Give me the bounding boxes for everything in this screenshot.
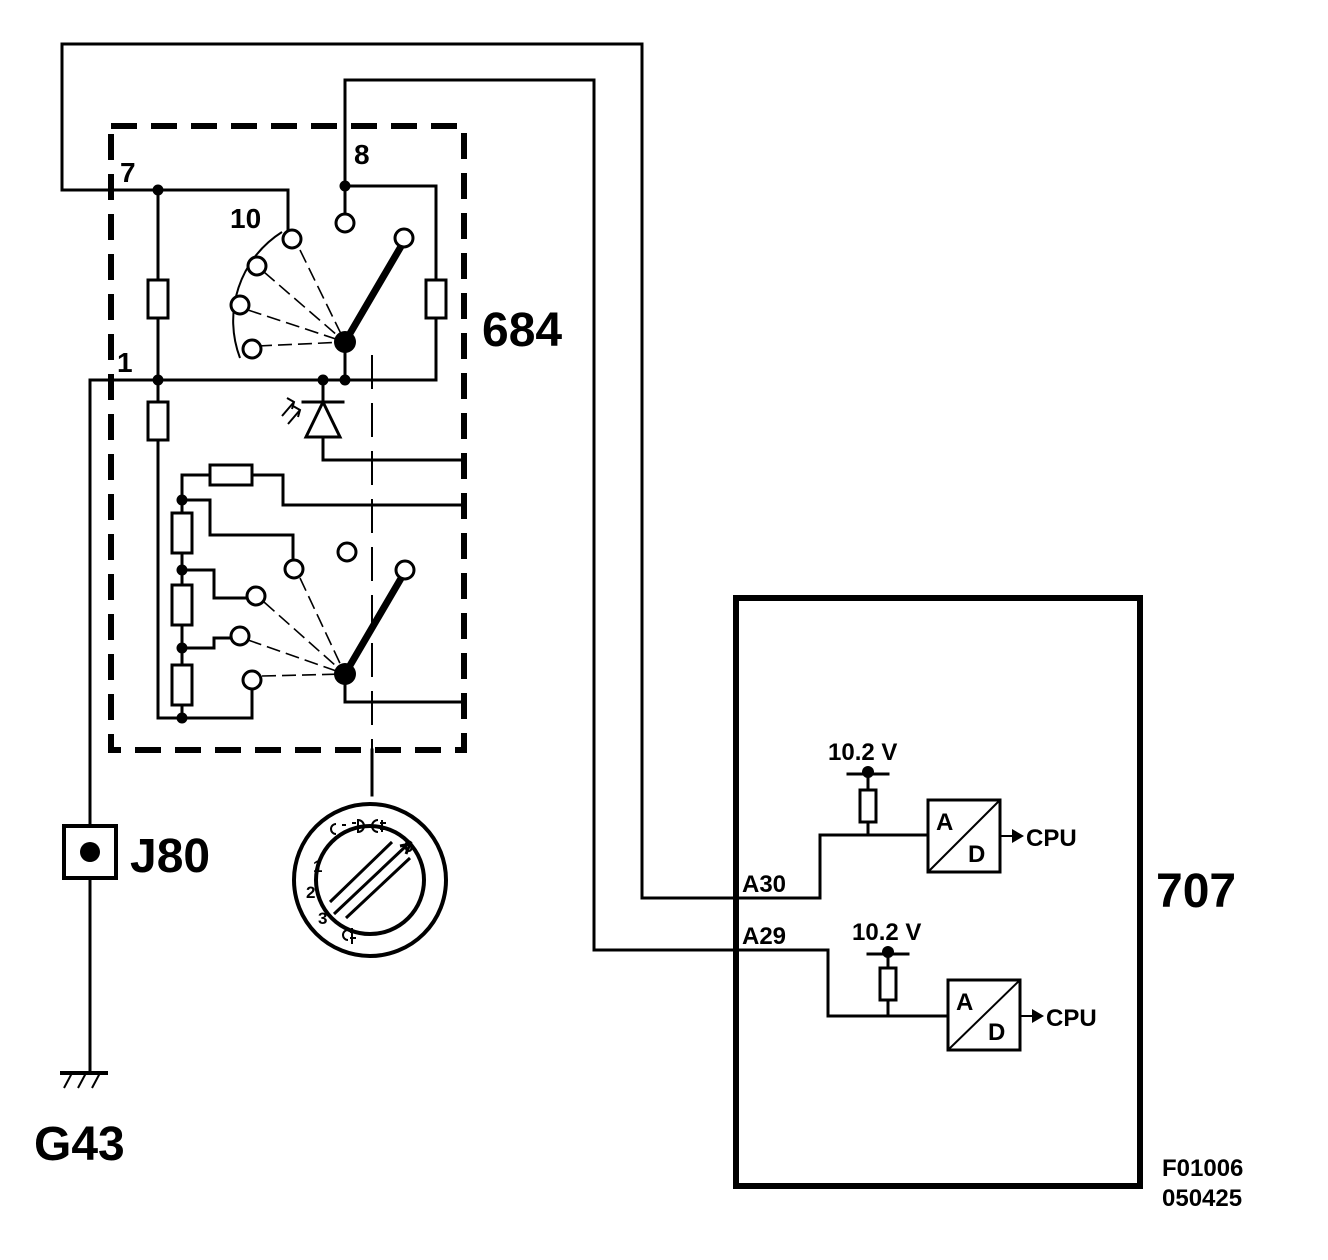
upper-pin-c xyxy=(229,294,251,316)
resistor-r5 xyxy=(170,511,194,555)
voltage-label-upper: 10.2 V xyxy=(828,739,897,766)
rear-fog-light-icon xyxy=(342,928,356,944)
lower-pin-top xyxy=(336,541,358,563)
knob-position-1: 1 xyxy=(313,857,322,876)
lower-switch-section xyxy=(156,463,464,724)
figure-code-line1: F01006 xyxy=(1162,1155,1243,1182)
resistor-r1 xyxy=(146,278,170,320)
lower-wiper-dashes xyxy=(247,577,346,677)
control-module-box xyxy=(733,595,1143,1189)
knob-position-0: 0 xyxy=(404,837,413,856)
lower-wiper xyxy=(341,573,407,676)
j80-connector xyxy=(62,824,118,880)
switch-unit-boundary xyxy=(108,123,467,753)
voltage-label-lower: 10.2 V xyxy=(852,919,921,946)
resistor-r7 xyxy=(170,663,194,707)
pin-a29-label: A29 xyxy=(742,923,786,950)
upper-wiper-dashes xyxy=(247,249,346,347)
upper-pin-top xyxy=(334,212,356,234)
pin-8-label: 8 xyxy=(354,139,370,170)
upper-switch-section: 7 8 10 1 xyxy=(116,139,448,720)
upper-pin-d xyxy=(241,338,263,360)
ad-d-lower: D xyxy=(988,1019,1005,1046)
j80-label: J80 xyxy=(130,830,210,883)
resistor-r3 xyxy=(424,278,448,320)
lower-pin-c xyxy=(229,625,251,647)
fog-light-icon xyxy=(371,819,386,833)
g43-label: G43 xyxy=(34,1118,125,1171)
lower-pin-b xyxy=(245,585,267,607)
upper-pin-b xyxy=(246,255,268,277)
pin-10-label: 10 xyxy=(230,203,261,234)
component-707-label: 707 xyxy=(1156,865,1236,918)
upper-pin-right xyxy=(393,227,415,249)
external-wires xyxy=(60,42,950,1074)
upper-wiper xyxy=(341,241,407,344)
knob-position-3: 3 xyxy=(318,909,327,928)
resistor-r2 xyxy=(146,400,170,442)
cpu-label-lower: CPU xyxy=(1046,1005,1097,1032)
resistor-r4 xyxy=(208,463,254,487)
lower-pin-a xyxy=(283,558,305,580)
lower-pin-d xyxy=(241,669,263,691)
pin-7-label: 7 xyxy=(120,157,136,188)
knob-position-2: 2 xyxy=(306,883,315,902)
ad-a-lower: A xyxy=(956,989,973,1016)
upper-pin-10 xyxy=(281,228,303,250)
resistor-r6 xyxy=(170,583,194,627)
low-beam-icon xyxy=(352,818,365,834)
parking-light-icon xyxy=(330,823,346,835)
pin-a30-label: A30 xyxy=(742,871,786,898)
component-684-label: 684 xyxy=(482,304,562,357)
light-switch-knob: 0 1 2 3 xyxy=(292,802,448,958)
ad-channel-a30: A D xyxy=(846,766,1024,874)
ad-d-upper: D xyxy=(968,841,985,868)
ad-channel-a29: A D xyxy=(866,946,1044,1052)
led-symbol xyxy=(281,378,464,462)
ad-a-upper: A xyxy=(936,809,953,836)
cpu-label-upper: CPU xyxy=(1026,825,1077,852)
pin-1-label: 1 xyxy=(117,347,133,378)
ground-symbol xyxy=(60,1071,108,1089)
figure-code-line2: 050425 xyxy=(1162,1185,1242,1212)
lower-pin-right xyxy=(394,559,416,581)
